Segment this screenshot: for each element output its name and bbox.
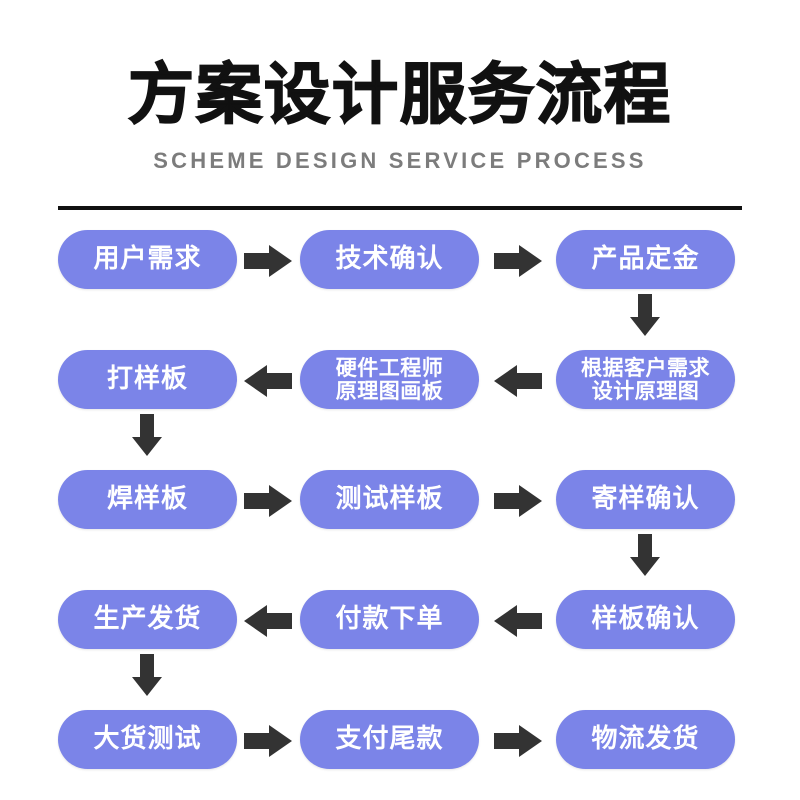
process-node-label: 产品定金 [591,244,700,275]
process-node[interactable]: 技术确认 [300,230,479,289]
arrow-right-icon [492,484,544,518]
process-node[interactable]: 用户需求 [58,230,237,289]
process-node[interactable]: 根据客户需求设计原理图 [556,350,735,409]
arrow-down-icon [628,292,662,338]
process-flow: 用户需求 技术确认 产品定金打样板 硬件工程师原理图画板 根据客户需求设计原理图焊样板 测… [0,222,800,800]
process-node[interactable]: 样板确认 [556,590,735,649]
process-node[interactable]: 付款下单 [300,590,479,649]
process-row-1: 用户需求 技术确认 产品定金 [0,222,800,342]
process-node-label: 样板确认 [591,604,700,635]
process-node-label: 物流发货 [591,724,700,755]
process-row-3: 焊样板 测试样板 寄样确认 [0,462,800,582]
process-node-label-second-line: 设计原理图 [591,378,700,403]
arrow-down-icon [628,532,662,578]
process-node[interactable]: 测试样板 [300,470,479,529]
process-node-label: 大货测试 [93,724,202,755]
process-row-2: 打样板 硬件工程师原理图画板 根据客户需求设计原理图 [0,342,800,462]
arrow-right-icon [242,484,294,518]
arrow-down-icon [130,412,164,458]
arrow-left-icon [492,604,544,638]
page-subtitle: SCHEME DESIGN SERVICE PROCESS [153,148,647,173]
process-node-label: 测试样板 [335,484,444,515]
process-node-label: 支付尾款 [335,724,444,755]
process-node[interactable]: 打样板 [58,350,237,409]
arrow-right-icon [242,724,294,758]
process-node[interactable]: 产品定金 [556,230,735,289]
page-title: 方案设计服务流程 [127,56,672,133]
process-node-label: 用户需求 [93,244,202,275]
arrow-right-icon [242,244,294,278]
process-node[interactable]: 生产发货 [58,590,237,649]
process-node-label: 硬件工程师 [335,355,444,380]
process-node[interactable]: 支付尾款 [300,710,479,769]
process-node-label: 寄样确认 [591,484,700,515]
arrow-left-icon [242,364,294,398]
arrow-left-icon [242,604,294,638]
process-row-5: 大货测试 支付尾款 物流发货 [0,702,800,800]
process-node[interactable]: 焊样板 [58,470,237,529]
process-node[interactable]: 硬件工程师原理图画板 [300,350,479,409]
arrow-right-icon [492,724,544,758]
process-node-label: 打样板 [106,364,188,395]
process-row-4: 生产发货 付款下单 样板确认 [0,582,800,702]
process-node-label: 根据客户需求 [581,355,710,380]
process-node[interactable]: 大货测试 [58,710,237,769]
page-header: 方案设计服务流程 SCHEME DESIGN SERVICE PROCESS [0,0,800,174]
process-node-label: 技术确认 [335,244,444,275]
process-node[interactable]: 物流发货 [556,710,735,769]
arrow-left-icon [492,364,544,398]
arrow-right-icon [492,244,544,278]
process-node-label-second-line: 原理图画板 [335,378,444,403]
header-divider [58,206,742,210]
process-node[interactable]: 寄样确认 [556,470,735,529]
process-node-label: 焊样板 [106,484,188,515]
process-node-label: 生产发货 [93,604,202,635]
arrow-down-icon [130,652,164,698]
process-node-label: 付款下单 [335,604,444,635]
